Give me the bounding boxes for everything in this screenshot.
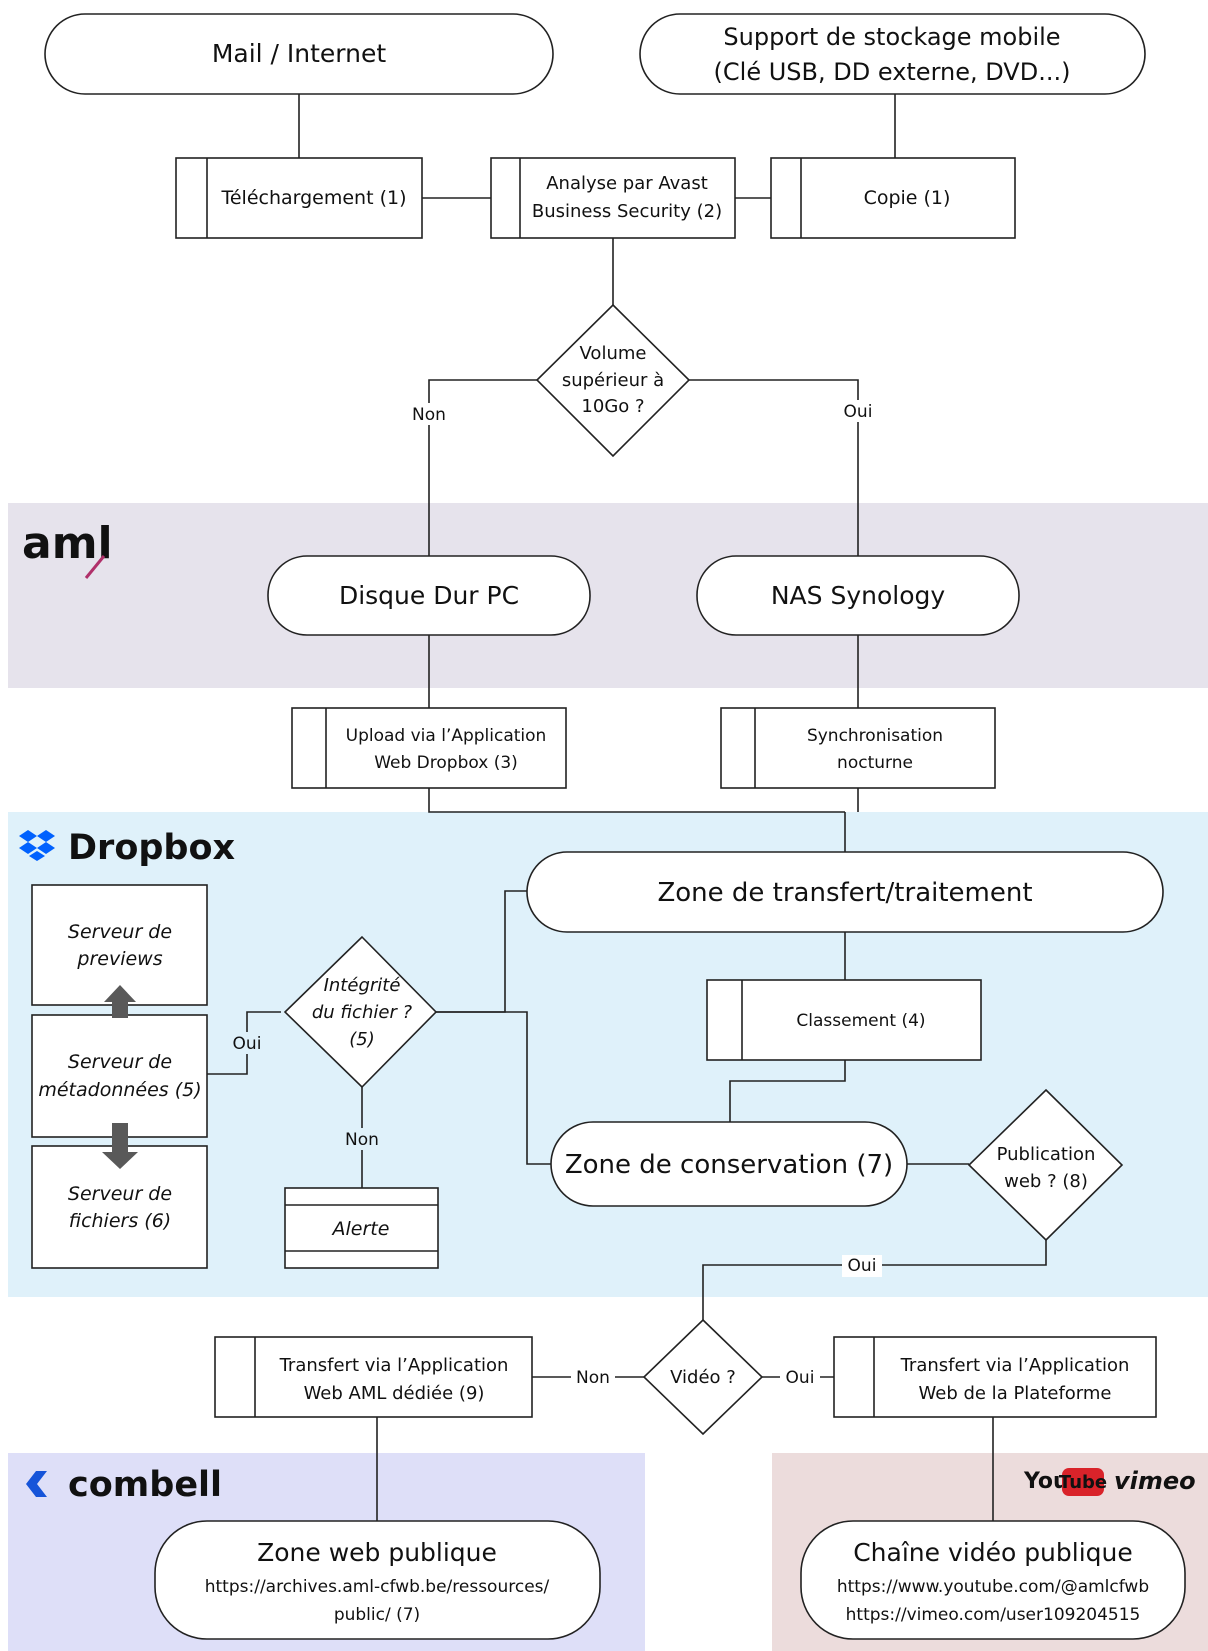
- video-channel-url-2: https://vimeo.com/user109204515: [846, 1605, 1141, 1625]
- avast-scan-process: [490, 157, 736, 239]
- download-process: [175, 157, 423, 239]
- edge-label-oui-1: Oui: [844, 402, 873, 422]
- mobile-storage-terminal: [639, 13, 1146, 95]
- aml-band: [8, 503, 1208, 688]
- platform-transfer-label: Transfert via l’Application: [900, 1355, 1130, 1376]
- conservation-zone-terminal: [550, 1121, 908, 1207]
- publication-decision: [967, 1088, 1124, 1242]
- files-server-label-2: fichiers (6): [69, 1210, 171, 1232]
- connectors: [207, 94, 1047, 1521]
- public-web-url-2: public/ (7): [334, 1605, 420, 1625]
- video-label: Vidéo ?: [670, 1367, 736, 1388]
- pc-disk-label: Disque Dur PC: [339, 581, 519, 610]
- aml-web-transfer-label-2: Web AML dédiée (9): [304, 1383, 485, 1404]
- files-server-label-1: Serveur de: [68, 1183, 172, 1205]
- conservation-zone-label: Zone de conservation (7): [565, 1150, 893, 1180]
- previews-server: [31, 884, 208, 1006]
- metadata-server-label-1: Serveur de: [68, 1051, 172, 1073]
- aml-web-transfer-label: Transfert via l’Application: [279, 1355, 509, 1376]
- arrow-up-icon: [104, 985, 136, 1018]
- dropbox-upload-label-2: Web Dropbox (3): [374, 753, 518, 773]
- aml-logo: aml: [22, 518, 113, 569]
- integrity-decision: [283, 935, 438, 1089]
- public-web-zone-terminal: [154, 1520, 601, 1640]
- volume-label-2: supérieur à: [562, 370, 664, 391]
- public-web-url-1: https://archives.aml-cfwb.be/ressources/: [205, 1577, 550, 1597]
- avast-scan-label: Analyse par Avast: [546, 173, 708, 194]
- video-decision: [642, 1318, 764, 1436]
- mobile-storage-label: Support de stockage mobile: [723, 23, 1060, 51]
- video-channel-url-1: https://www.youtube.com/@amlcfwb: [837, 1577, 1149, 1597]
- download-label: Téléchargement (1): [220, 187, 406, 209]
- publication-label-1: Publication: [997, 1144, 1096, 1165]
- edge-label-bg: [407, 403, 451, 425]
- classement-process: [706, 979, 982, 1061]
- edge-label-non-1: Non: [412, 405, 446, 425]
- edge-label-bg: [571, 1366, 615, 1388]
- integrity-label-3: (5): [349, 1029, 375, 1050]
- edge-label-non-2: Non: [345, 1130, 379, 1150]
- dropbox-icon: [19, 830, 55, 861]
- aml-logo-accent: [84, 555, 106, 579]
- volume-decision: [535, 303, 691, 458]
- volume-label-1: Volume: [580, 343, 647, 364]
- edge-label-bg: [780, 1366, 820, 1388]
- mail-internet-label: Mail / Internet: [212, 39, 387, 68]
- sync-label: Synchronisation: [807, 726, 943, 746]
- youtube-logo-badge: [1062, 1468, 1104, 1496]
- copy-process: [770, 157, 1016, 239]
- dropbox-upload-label: Upload via l’Application: [346, 726, 547, 746]
- previews-server-label-2: previews: [76, 948, 162, 970]
- edge-label-non-3: Non: [576, 1368, 610, 1388]
- metadata-server: [31, 1014, 208, 1138]
- mobile-storage-examples: (Clé USB, DD externe, DVD...): [714, 58, 1071, 86]
- dropbox-logo-text: Dropbox: [68, 828, 236, 868]
- mail-internet-terminal: [44, 13, 554, 95]
- alert-store: [284, 1187, 439, 1269]
- classement-label: Classement (4): [796, 1011, 925, 1031]
- video-channel-terminal: [800, 1520, 1186, 1640]
- nas-label: NAS Synology: [771, 581, 946, 610]
- youtube-logo-tube: Tube: [1059, 1472, 1107, 1493]
- edge-label-bg: [838, 400, 878, 422]
- sync-process: [720, 707, 996, 789]
- sync-label-2: nocturne: [837, 753, 913, 773]
- aml-web-transfer-process: [214, 1336, 533, 1418]
- combell-logo-text: combell: [68, 1465, 222, 1505]
- public-web-title: Zone web publique: [257, 1538, 497, 1567]
- edge-label-oui-2: Oui: [233, 1034, 262, 1054]
- youtube-logo-you: You: [1023, 1469, 1069, 1494]
- video-channel-title: Chaîne vidéo publique: [853, 1538, 1133, 1567]
- volume-label-3: 10Go ?: [581, 396, 644, 417]
- pc-disk-terminal: [267, 555, 591, 636]
- platform-transfer-label-2: Web de la Plateforme: [919, 1383, 1112, 1404]
- publication-label-2: web ? (8): [1004, 1171, 1088, 1192]
- arrow-down-icon: [102, 1123, 138, 1169]
- alert-label: Alerte: [331, 1218, 390, 1240]
- edge-label-bg: [226, 1032, 268, 1054]
- edge-label-bg: [340, 1128, 384, 1150]
- metadata-server-label-2: métadonnées (5): [38, 1079, 201, 1101]
- nas-terminal: [696, 555, 1020, 636]
- platform-transfer-process: [833, 1336, 1157, 1418]
- edge-label-bg: [842, 1255, 882, 1277]
- copy-label: Copie (1): [864, 187, 951, 209]
- dropbox-upload-process: [291, 707, 567, 789]
- integrity-label-2: du fichier ?: [312, 1002, 413, 1023]
- combell-icon: [26, 1471, 47, 1497]
- edge-label-oui-3: Oui: [848, 1256, 877, 1276]
- transfer-zone-terminal: [526, 851, 1164, 933]
- vimeo-logo: vimeo: [1114, 1467, 1196, 1495]
- previews-server-label-1: Serveur de: [68, 921, 172, 943]
- avast-scan-label-2: Business Security (2): [532, 201, 722, 222]
- transfer-zone-label: Zone de transfert/traitement: [657, 878, 1032, 908]
- edge-label-oui-4: Oui: [786, 1368, 815, 1388]
- integrity-label-1: Intégrité: [324, 975, 401, 996]
